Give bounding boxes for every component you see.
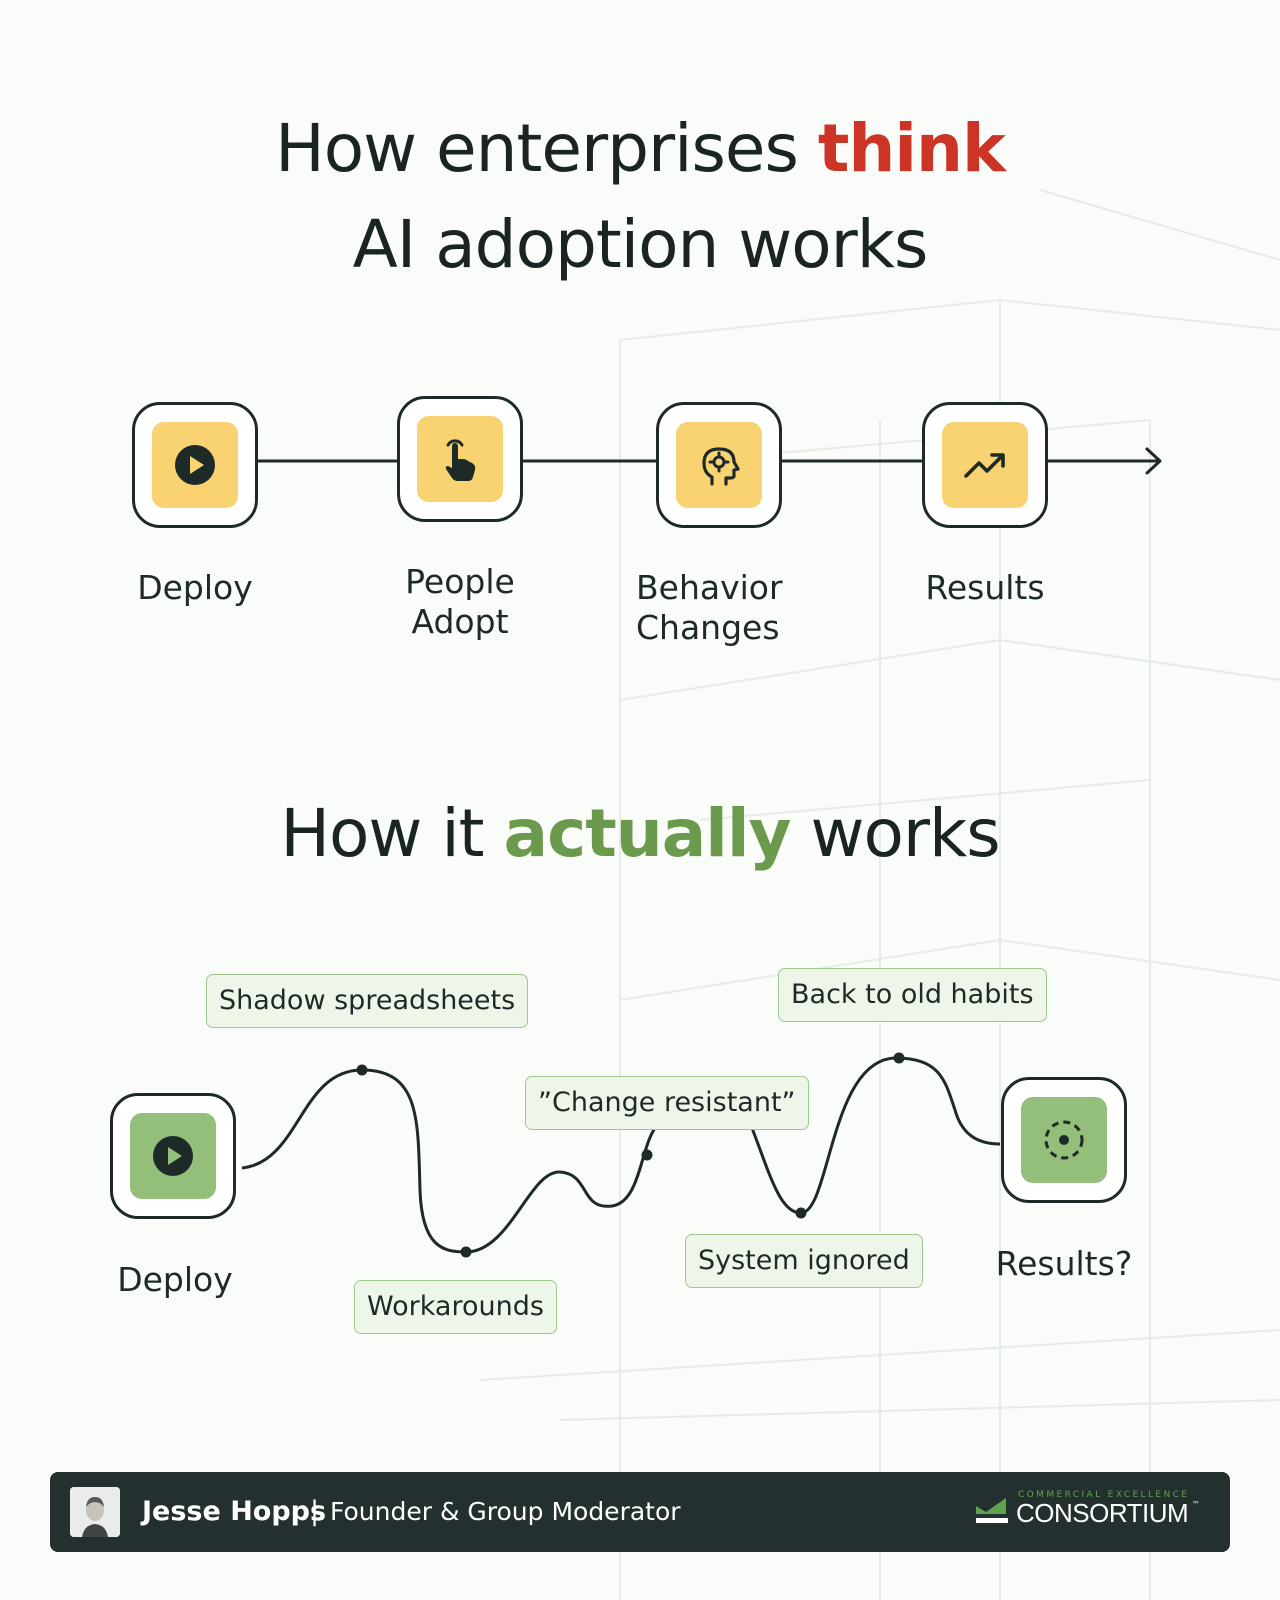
headline-bottom: How it actually works [0, 787, 1280, 881]
headline-top-highlight: think [817, 110, 1006, 187]
obstacle-tag-shadow-spreadsheets: Shadow spreadsheets [206, 974, 529, 1028]
ideal-step-deploy [132, 402, 258, 528]
pointer-hand-icon [445, 439, 476, 481]
path-dot [356, 1064, 368, 1076]
author-role: Founder & Group Moderator [330, 1497, 681, 1526]
target-icon [1044, 1120, 1084, 1160]
footer-separator: | [310, 1496, 320, 1527]
logo-trademark: ™ [1192, 1500, 1200, 1509]
avatar [70, 1487, 120, 1537]
play-icon [153, 1136, 193, 1176]
ideal-step-results [922, 402, 1048, 528]
author-portrait-icon [70, 1487, 120, 1537]
footer-bar: Jesse Hopps | Founder & Group Moderator … [50, 1472, 1230, 1552]
logo-name: CONSORTIUM [1016, 1498, 1189, 1528]
path-dot [641, 1149, 653, 1161]
ideal-step-label-behavior-changes: Behavior Changes [636, 568, 783, 647]
actual-step-label-results: Results? [995, 1244, 1133, 1283]
headline-top-line1: How enterprises think [0, 102, 1280, 196]
ideal-step-label-people-adopt: People Adopt [405, 562, 515, 641]
trend-up-icon [964, 453, 1005, 478]
path-dot [795, 1207, 807, 1219]
path-dot [893, 1052, 905, 1064]
headline-bottom-prefix: How it [280, 795, 504, 872]
logo-tagline: COMMERCIAL EXCELLENCE [1018, 1490, 1190, 1500]
obstacle-tag-back-to-old-habits: Back to old habits [778, 968, 1047, 1022]
logo-mark-icon [976, 1498, 1008, 1523]
obstacle-tag-system-ignored: System ignored [685, 1234, 923, 1288]
actual-step-label-deploy: Deploy [117, 1260, 233, 1299]
actual-flow-wavy-path [241, 1052, 1001, 1258]
path-dot [460, 1246, 472, 1258]
obstacle-tag-workarounds: Workarounds [354, 1280, 557, 1334]
headline-bottom-highlight: actually [503, 795, 792, 872]
actual-step-results [1001, 1077, 1127, 1203]
obstacle-tag-change-resistant: ”Change resistant” [525, 1076, 809, 1130]
ideal-step-label-results: Results [925, 568, 1045, 607]
head-gear-icon [702, 447, 740, 486]
consortium-logo: COMMERCIAL EXCELLENCE CONSORTIUM ™ [976, 1490, 1206, 1536]
headline-top-prefix: How enterprises [275, 110, 818, 187]
actual-step-deploy [110, 1093, 236, 1219]
ideal-step-people-adopt [397, 396, 523, 522]
ideal-step-label-deploy: Deploy [137, 568, 253, 607]
ideal-step-behavior-changes [656, 402, 782, 528]
headline-top-line2: AI adoption works [352, 206, 929, 283]
play-icon [175, 445, 215, 485]
headline-bottom-suffix: works [790, 795, 1001, 872]
author-name: Jesse Hopps [142, 1496, 327, 1527]
